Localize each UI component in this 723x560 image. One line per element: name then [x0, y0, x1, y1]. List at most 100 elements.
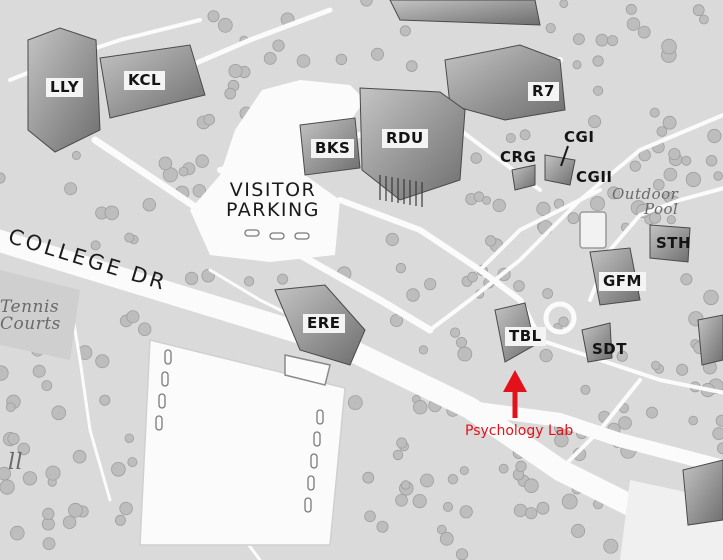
label-outdoor-pool[interactable]: Outdoor Pool	[612, 187, 678, 217]
tree	[17, 442, 31, 456]
tree	[592, 85, 604, 96]
tree	[203, 113, 216, 126]
tree	[513, 280, 525, 292]
cgi-leader-line	[560, 145, 569, 167]
tree	[413, 400, 428, 415]
tree	[649, 107, 660, 118]
tree	[0, 479, 15, 495]
crg-building	[511, 164, 536, 191]
tree	[545, 23, 556, 34]
tree	[370, 47, 384, 61]
tree	[195, 154, 209, 168]
tree	[124, 232, 135, 243]
tree	[607, 186, 621, 200]
path-11	[68, 298, 112, 502]
tree	[455, 336, 467, 348]
tree	[364, 510, 376, 523]
tree	[603, 538, 619, 554]
label-crg[interactable]: CRG	[500, 148, 537, 166]
tree	[142, 197, 157, 212]
label-ere[interactable]: ERE	[303, 314, 345, 333]
tree	[114, 514, 126, 526]
tree	[712, 427, 723, 440]
label-rdu[interactable]: RDU	[382, 129, 428, 148]
label-gfm[interactable]: GFM	[599, 272, 646, 291]
label-r7[interactable]: R7	[528, 82, 559, 101]
tree	[111, 461, 126, 477]
tree	[457, 346, 473, 362]
southeast-building	[682, 459, 723, 526]
tree	[656, 126, 668, 137]
label-tennis-courts[interactable]: Tennis Courts	[0, 299, 61, 333]
tree	[625, 3, 637, 15]
tree	[662, 115, 677, 130]
tree	[201, 269, 215, 283]
tree	[51, 405, 66, 421]
tree	[439, 531, 454, 546]
tree	[573, 33, 585, 45]
parking-stalls	[155, 229, 324, 513]
tree	[592, 55, 604, 67]
tree	[401, 480, 411, 490]
tree	[571, 523, 586, 538]
tree	[637, 25, 651, 39]
tree	[492, 198, 506, 213]
tree	[72, 449, 87, 464]
label-cgii[interactable]: CGII	[576, 168, 613, 186]
tree	[5, 402, 16, 413]
tree	[137, 322, 152, 336]
tree	[263, 52, 277, 65]
label-sth[interactable]: STH	[656, 234, 692, 252]
tree	[296, 54, 311, 68]
psychology-lab-annotation[interactable]: Psychology Lab	[465, 423, 574, 439]
tree	[412, 493, 427, 509]
tree	[405, 60, 418, 72]
label-cgi[interactable]: CGI	[564, 128, 595, 146]
label-tbl[interactable]: TBL	[505, 327, 546, 346]
tree	[680, 273, 693, 286]
tree	[0, 172, 6, 184]
tree	[418, 345, 428, 355]
label-visitor-parking[interactable]: VISITOR PARKING	[226, 180, 320, 221]
tree	[41, 380, 53, 392]
tree	[0, 365, 9, 381]
tree	[699, 14, 709, 25]
tree	[347, 395, 363, 411]
sth-building	[649, 224, 691, 263]
tree	[420, 473, 434, 488]
tree	[459, 505, 473, 519]
label-sdt[interactable]: SDT	[592, 340, 627, 358]
tree	[7, 432, 20, 445]
tree	[9, 525, 25, 541]
tree	[649, 211, 662, 224]
tree	[376, 520, 389, 533]
tree	[192, 184, 207, 198]
tree	[277, 273, 289, 285]
label-lly[interactable]: LLY	[46, 78, 84, 97]
label-kcl[interactable]: KCL	[124, 71, 166, 90]
ere-drop-off	[284, 354, 331, 386]
tree	[406, 288, 420, 302]
tennis-courts	[0, 270, 80, 360]
tree	[685, 171, 702, 188]
tree	[22, 471, 38, 486]
tree	[668, 148, 681, 161]
pool-basin	[579, 211, 607, 249]
tree	[513, 503, 528, 518]
tree	[559, 0, 569, 9]
lot-edge	[139, 339, 346, 546]
cgi-building	[544, 154, 576, 186]
tree	[666, 215, 676, 225]
tree	[119, 501, 133, 516]
tree	[449, 327, 461, 338]
tree	[536, 501, 550, 515]
label-bks[interactable]: BKS	[311, 139, 355, 158]
tree	[542, 288, 553, 299]
tree	[362, 471, 375, 484]
tree	[244, 276, 255, 287]
tree	[498, 463, 509, 474]
tree	[62, 515, 77, 530]
tree	[127, 457, 138, 468]
tree	[104, 205, 120, 221]
